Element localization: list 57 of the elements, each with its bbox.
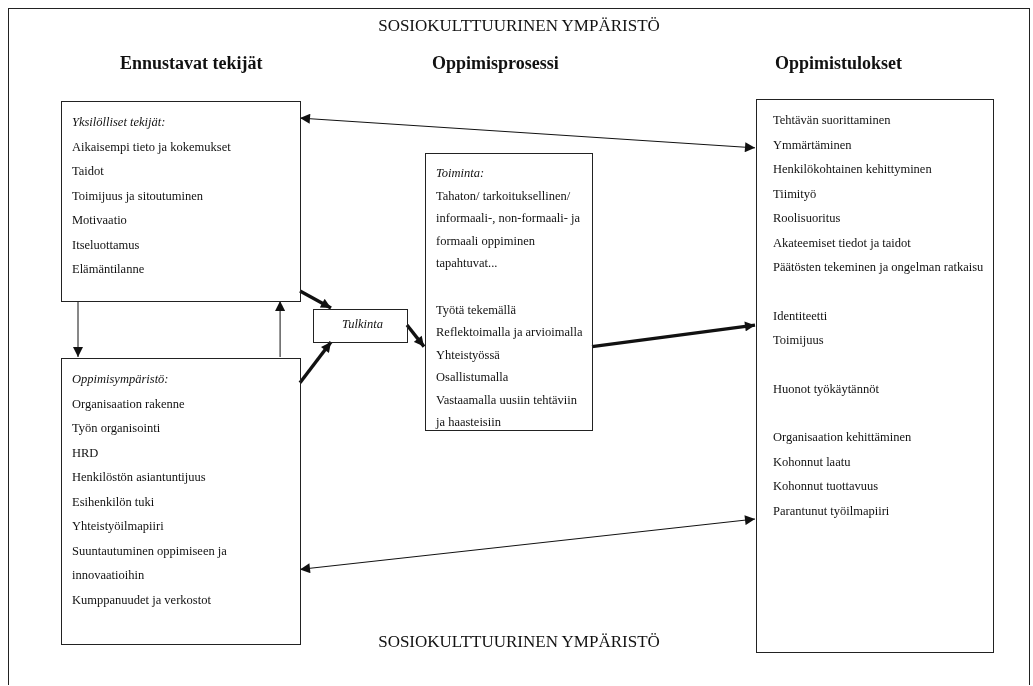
list-item: Esihenkilön tuki xyxy=(72,493,156,511)
list-item: Itseluottamus xyxy=(72,236,141,254)
list-item: Ymmärtäminen xyxy=(773,136,853,154)
arrow xyxy=(591,321,756,349)
list-item: Päätösten tekeminen ja ongelman ratkaisu xyxy=(773,259,985,276)
arrow xyxy=(405,323,426,348)
list-item: Akateemiset tiedot ja taidot xyxy=(773,234,912,252)
list-item: Yhteistyössä xyxy=(436,346,501,364)
list-item: Elämäntilanne xyxy=(72,261,146,278)
list-item: Reflektoimalla ja arvioimalla xyxy=(436,324,584,341)
outcomes-box xyxy=(756,99,994,653)
list-item: Roolisuoritus xyxy=(773,210,842,227)
box-heading: Yksilölliset tekijät: xyxy=(72,114,167,131)
list-item: Toimijuus ja sitoutuminen xyxy=(72,187,205,205)
outer-frame xyxy=(8,8,1030,685)
list-item: Toimijuus xyxy=(773,332,825,349)
interpretation-box xyxy=(313,309,408,343)
arrow xyxy=(299,113,756,153)
list-item: Vastaamalla uusiin tehtäviin ja haasteisiin xyxy=(436,391,578,431)
list-item: Työn organisointi xyxy=(72,420,162,437)
arrow xyxy=(299,515,756,574)
environment-box xyxy=(61,358,301,645)
list-item: Tiimityö xyxy=(773,185,818,203)
frame-heading: SOSIOKULTTUURINEN YMPÄRISTÖ xyxy=(377,15,661,37)
list-item: Kohonnut laatu xyxy=(773,453,852,471)
box-heading: Toiminta: xyxy=(436,165,486,182)
column-heading: Ennustavat tekijät xyxy=(120,53,263,74)
list-item: Kohonnut tuottavuus xyxy=(773,478,880,495)
list-item: Osallistumalla xyxy=(436,369,510,386)
list-item: Suuntautuminen oppimiseen ja innovaatioihin xyxy=(72,542,228,584)
arrow xyxy=(299,289,332,310)
arrow xyxy=(275,300,286,358)
list-item: Taidot xyxy=(72,163,105,180)
frame-heading: SOSIOKULTTUURINEN YMPÄRISTÖ xyxy=(377,631,661,653)
list-item: Parantunut työilmapiiri xyxy=(773,502,891,520)
list-item: Henkilökohtainen kehittyminen xyxy=(773,161,933,178)
column-heading: Oppimistulokset xyxy=(775,53,903,74)
box-heading: Oppimisympäristö: xyxy=(72,371,170,388)
box-heading: Tulkinta xyxy=(341,316,384,333)
arrow xyxy=(298,340,333,384)
list-item: Motivaatio xyxy=(72,212,128,229)
arrow xyxy=(73,300,83,358)
list-item: Henkilöstön asiantuntijuus xyxy=(72,469,207,486)
list-item: Yhteistyöilmapiiri xyxy=(72,518,165,535)
column-heading: Oppimisprosessi xyxy=(432,53,559,74)
list-item: Työtä tekemällä xyxy=(436,301,517,319)
list-item: Kumppanuudet ja verkostot xyxy=(72,591,212,609)
process-box xyxy=(425,153,593,431)
list-item: Identiteetti xyxy=(773,307,829,325)
list-item: Tahaton/ tarkoituksellinen/ informaali-, non-formaali- ja formaali oppiminen tapahtuvat... xyxy=(436,187,582,272)
list-item: HRD xyxy=(72,444,100,462)
factor-box xyxy=(61,101,301,302)
list-item: Organisaation kehittäminen xyxy=(773,429,913,446)
list-item: Huonot työkäytännöt xyxy=(773,380,880,398)
list-item: Tehtävän suorittaminen xyxy=(773,112,892,129)
list-item: Aikaisempi tieto ja kokemukset xyxy=(72,138,232,156)
list-item: Organisaation rakenne xyxy=(72,395,186,413)
